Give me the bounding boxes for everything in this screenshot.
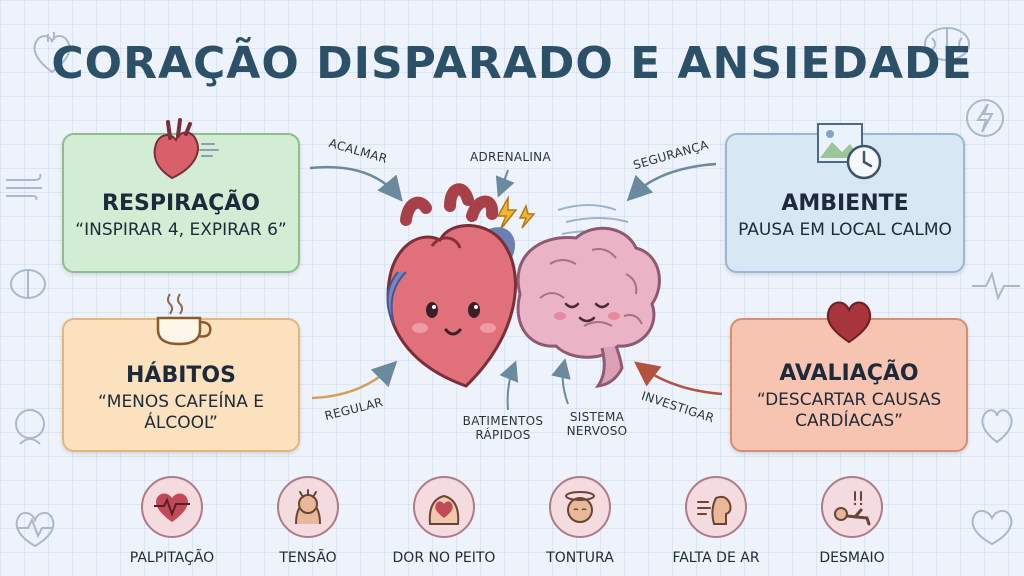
symptom-palpitacao: PALPITAÇÃO <box>112 476 232 566</box>
coffee-cup-icon <box>156 293 212 346</box>
background-brain-small-icon <box>10 269 46 299</box>
arrow-acalmar <box>309 165 403 202</box>
card-avaliacao-title: AVALIAÇÃO <box>779 360 919 386</box>
landscape-clock-icon <box>817 123 882 180</box>
symptom-dor-no-peito: DOR NO PEITO <box>384 476 504 566</box>
background-head-icon <box>15 409 45 445</box>
anatomical-heart-icon <box>153 118 219 180</box>
label-batimentos-rapidos: BATIMENTOS RÁPIDOS <box>462 414 544 443</box>
symptom-tontura: TONTURA <box>520 476 640 566</box>
symptom-label: TENSÃO <box>279 550 337 566</box>
background-heartbeat-icon <box>15 512 55 548</box>
background-lightning-icon <box>966 99 1004 137</box>
heart-pulse-icon <box>154 493 190 522</box>
card-ambiente-subtitle: PAUSA EM LOCAL CALMO <box>738 220 952 241</box>
symptom-desmaio: DESMAIO <box>792 476 912 566</box>
dizzy-head-icon <box>565 491 595 523</box>
arrow-batimentos <box>499 360 519 411</box>
card-habitos-subtitle: “MENOS CAFEÍNA E ÁLCOOL” <box>97 392 265 433</box>
background-heart-small-icon <box>981 409 1013 444</box>
arrow-regular <box>311 360 398 400</box>
fainting-icon <box>834 491 871 526</box>
symptom-tensao: TENSÃO <box>248 476 368 566</box>
label-adrenalina: ADRENALINA <box>470 150 551 164</box>
arrow-sistema <box>551 358 571 405</box>
arrow-investigar <box>633 361 723 396</box>
background-heart-outline-icon <box>971 510 1013 546</box>
arrow-seguranca <box>626 162 717 202</box>
background-heart-icon <box>33 32 71 74</box>
card-respiracao-subtitle: “INSPIRAR 4, EXPIRAR 6” <box>75 220 287 241</box>
background-wind-icon <box>6 173 42 201</box>
chest-pain-icon <box>428 494 460 525</box>
background-brain-icon <box>924 27 970 61</box>
card-avaliacao-subtitle: “DESCARTAR CAUSAS CARDÍACAS” <box>756 390 942 431</box>
tension-head-icon <box>295 489 321 525</box>
card-respiracao-title: RESPIRAÇÃO <box>102 191 260 217</box>
symptom-falta-de-ar: FALTA DE AR <box>656 476 776 566</box>
symptom-label: DOR NO PEITO <box>392 550 496 566</box>
heart-brain-illustration <box>386 183 661 388</box>
page-title: CORAÇÃO DISPARADO E ANSIEDADE <box>51 38 973 89</box>
card-habitos-title: HÁBITOS <box>126 362 236 388</box>
label-sistema-nervoso: SISTEMA NERVOSO <box>566 410 628 439</box>
card-ambiente-title: AMBIENTE <box>781 191 909 217</box>
cartoon-heart <box>386 183 517 388</box>
symptom-label: TONTURA <box>546 550 614 566</box>
symptom-label: DESMAIO <box>819 550 885 566</box>
lightning-icon <box>496 195 518 231</box>
breathless-icon <box>697 495 732 525</box>
background-pulse-icon <box>972 271 1020 301</box>
symptom-label: PALPITAÇÃO <box>129 550 215 566</box>
heart-icon <box>826 301 872 344</box>
card-habitos: HÁBITOS “MENOS CAFEÍNA E ÁLCOOL” <box>62 318 300 452</box>
cartoon-brain <box>516 226 661 388</box>
arrow-adrenalina <box>495 169 515 198</box>
symptom-label: FALTA DE AR <box>672 550 760 566</box>
